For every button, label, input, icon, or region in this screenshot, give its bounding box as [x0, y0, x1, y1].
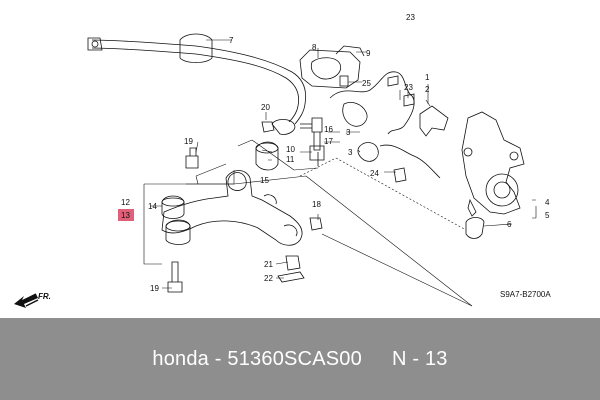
brand-name: honda — [152, 347, 209, 370]
part-number: 51360SCAS00 — [227, 347, 362, 370]
stabilizer-bar — [91, 39, 307, 125]
callout-2: 2 — [425, 85, 430, 94]
callout-11: 11 — [286, 155, 295, 164]
callout-5: 5 — [545, 211, 550, 220]
callout-21: 21 — [264, 260, 273, 269]
callout-25: 25 — [362, 79, 371, 88]
nut-20 — [261, 121, 275, 133]
callout-9: 9 — [366, 49, 371, 58]
callout-19-lower: 19 — [150, 284, 159, 293]
bolt-19-upper — [185, 147, 199, 169]
separator: - — [214, 347, 222, 370]
diagram-code: S9A7-B2700A — [500, 290, 551, 299]
callout-15: 15 — [260, 176, 269, 185]
stabilizer-bushing-7 — [179, 33, 213, 63]
callout-3b: 3 — [348, 148, 353, 157]
diagram-reference: N - 13 — [391, 347, 448, 370]
callout-23b: 23 — [406, 13, 415, 22]
leader-lines — [143, 39, 537, 307]
callout-22: 22 — [264, 274, 273, 283]
callout-19-upper: 19 — [184, 137, 193, 146]
bolt-19-lower — [167, 261, 183, 293]
highlight-box-13 — [118, 209, 134, 221]
callout-7: 7 — [229, 36, 234, 45]
arm-bushing-14 — [161, 195, 185, 219]
stabilizer-link — [311, 117, 323, 151]
bushing-bracket — [299, 49, 361, 89]
front-direction-label: FR. — [38, 292, 51, 301]
callout-1: 1 — [425, 73, 430, 82]
ball-joint-nut-21 — [285, 255, 301, 271]
callout-16: 16 — [324, 125, 333, 134]
callout-18: 18 — [312, 200, 321, 209]
steering-knuckle — [461, 111, 525, 215]
front-direction-arrow — [14, 293, 39, 308]
callout-12: 12 — [121, 198, 130, 207]
callout-17: 17 — [324, 137, 333, 146]
compliance-bushing-15 — [255, 141, 279, 171]
callout-24: 24 — [370, 169, 379, 178]
exploded-parts-diagram: FR. 7 8 9 25 1 2 23 23 20 16 3 17 3 19 1… — [14, 13, 551, 308]
callout-3a: 3 — [346, 128, 351, 137]
abs-sensor-wire-lower — [379, 144, 441, 179]
callout-4: 4 — [545, 198, 550, 207]
callout-6: 6 — [507, 220, 512, 229]
part-footer-bar: honda - 51360SCAS00 N - 13 — [0, 318, 600, 400]
abs-sensor-wire-upper — [329, 71, 415, 135]
callout-23a: 23 — [404, 83, 413, 92]
callout-8: 8 — [312, 43, 317, 52]
callout-14: 14 — [148, 202, 157, 211]
callout-13: 13 — [121, 211, 130, 220]
bracket-2 — [419, 105, 449, 137]
lower-control-arm — [161, 170, 303, 246]
clip-22 — [277, 271, 305, 283]
stabilizer-bar-end — [87, 37, 103, 51]
callout-10: 10 — [286, 145, 295, 154]
callout-20: 20 — [261, 103, 270, 112]
ball-joint-boot-6 — [465, 217, 485, 239]
nut-18 — [309, 217, 323, 231]
